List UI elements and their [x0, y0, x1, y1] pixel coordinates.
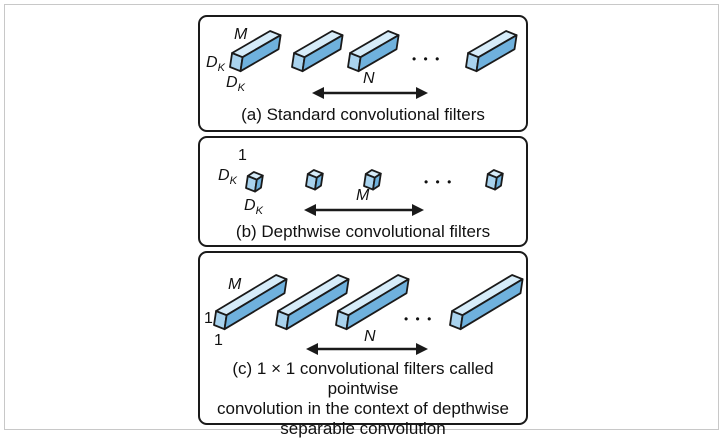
panel-c-graphics: [213, 274, 524, 355]
filter-block: [335, 274, 410, 331]
label-one: 1: [238, 147, 247, 164]
label-n: N: [363, 70, 375, 87]
panel-b-graphics: [245, 169, 504, 216]
figure-frame: M DK DK N • • • (a) Standard convolution…: [4, 4, 719, 438]
caption-line: separable convolution: [280, 419, 446, 438]
filter-block: [347, 30, 400, 73]
ellipsis: • • •: [424, 175, 454, 189]
filter-block: [305, 169, 324, 191]
label-one-bottom: 1: [214, 332, 223, 349]
panel-depthwise-filters: 1 DK DK M • • • (b) Depthwise convolutio…: [198, 136, 528, 247]
filter-block: [465, 30, 518, 73]
double-arrow-n: [312, 87, 428, 99]
label-m: M: [234, 26, 248, 43]
filter-block: [245, 171, 264, 193]
label-one-side: 1: [204, 310, 213, 327]
filter-boxes-a: [229, 30, 518, 73]
label-dk-side: DK: [206, 54, 225, 74]
panel-c-caption: (c) 1 × 1 convolutional filters called p…: [200, 359, 526, 439]
filter-boxes-c: [213, 274, 524, 331]
filter-block: [229, 30, 282, 73]
filter-block: [485, 169, 504, 191]
label-dk-side: DK: [218, 167, 237, 187]
caption-line: convolution in the context of depthwise: [216, 399, 510, 418]
filter-block: [213, 274, 288, 331]
double-arrow-m: [304, 204, 424, 216]
caption-line: (c) 1 × 1 convolutional filters called p…: [232, 359, 494, 398]
panel-a-graphics: [229, 30, 518, 99]
label-dk-bottom: DK: [244, 197, 263, 217]
panel-b-caption: (b) Depthwise convolutional filters: [235, 222, 491, 241]
label-m: M: [356, 187, 370, 204]
panel-standard-filters: M DK DK N • • • (a) Standard convolution…: [198, 15, 528, 132]
panel-a-caption: (a) Standard convolutional filters: [241, 105, 485, 124]
ellipsis: • • •: [404, 312, 434, 326]
filter-block: [449, 274, 524, 331]
label-dk-bottom: DK: [226, 74, 245, 94]
filter-block: [363, 169, 382, 191]
filter-block: [291, 30, 344, 73]
label-m: M: [228, 276, 242, 293]
double-arrow-n: [306, 343, 428, 355]
ellipsis: • • •: [412, 52, 442, 66]
filter-block: [275, 274, 350, 331]
label-n: N: [364, 328, 376, 345]
panel-pointwise-filters: M 1 1 N • • • (c) 1 × 1 convolutional fi…: [198, 251, 528, 438]
filter-boxes-b: [245, 169, 504, 193]
